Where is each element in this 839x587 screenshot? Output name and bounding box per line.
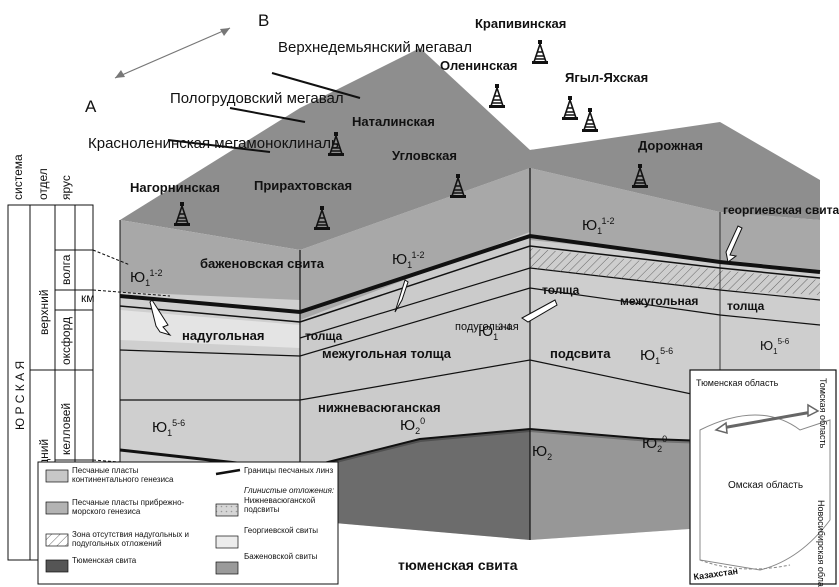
legend-item9: Баженовской свиты	[244, 552, 336, 561]
tolshcha1-label: толща	[305, 329, 343, 343]
label-a: А	[85, 97, 97, 116]
field-yagyl: Ягыл-Яхская	[565, 70, 648, 85]
legend-item4: Тюменская свита	[72, 556, 207, 565]
inset-tyumen: Тюменская область	[696, 378, 779, 388]
legend-item7: Нижневасюганской подсвиты	[244, 496, 336, 526]
inset-novosib: Новосибирская область	[816, 500, 826, 587]
nadugol-label: надугольная	[182, 328, 265, 343]
mezhugol-label: межугольная	[620, 294, 698, 308]
legend-text-left: Песчаные пласты континентального генезис…	[72, 466, 207, 582]
inset-omsk: Омская область	[728, 479, 803, 491]
oil-rig-icon	[489, 84, 505, 108]
stage-km: км	[81, 291, 95, 305]
legend-item3: Зона отсутствия надугольных и подугольны…	[72, 530, 207, 556]
system-header: система	[11, 154, 25, 200]
mezhugol-tolshcha-label: межугольная толща	[322, 346, 452, 361]
polo-label: Пологрудовский мегавал	[170, 90, 344, 107]
stage-header: ярус	[59, 175, 73, 200]
inset-tomsk: Томская область	[818, 378, 828, 449]
stage-callovian: келловей	[59, 403, 73, 455]
tolshcha2-label: толща	[542, 283, 580, 297]
field-uglov: Угловская	[392, 148, 457, 163]
stage-oxford: оксфорд	[59, 317, 73, 365]
department-header: отдел	[36, 168, 50, 200]
tolshcha3-label: толща	[727, 299, 765, 313]
inset-map	[690, 370, 836, 584]
field-nagorn: Нагорнинская	[130, 180, 220, 195]
oil-rig-icon	[562, 96, 578, 120]
legend-item6: Глинистые отложения:	[244, 486, 336, 496]
field-olenin: Оленинская	[440, 58, 518, 73]
oil-rig-icon	[532, 40, 548, 64]
legend-item2: Песчаные пласты прибрежно-морского генез…	[72, 498, 207, 530]
oil-rig-icon	[582, 108, 598, 132]
nizhneva-label: нижневасюганская	[318, 400, 441, 415]
georg-label: георгиевская свита	[723, 203, 839, 217]
upper-demyan-label: Верхнедемьянский мегавал	[278, 39, 472, 56]
field-natalin: Наталинская	[352, 114, 435, 129]
label-b: В	[258, 11, 269, 30]
tyumen-label: тюменская свита	[398, 557, 518, 573]
legend-item8: Георгиевской свиты	[244, 526, 336, 552]
system-value: Ю Р С К А Я	[13, 361, 27, 430]
krasno-label: Красноленинская мегамоноклиналь	[88, 135, 339, 152]
field-dorozh: Дорожная	[638, 138, 703, 153]
section-direction-arrow	[115, 28, 230, 78]
legend-item5: Границы песчаных линз	[244, 466, 336, 486]
field-priraht: Прирахтовская	[254, 178, 352, 193]
podsvita-label: подсвита	[550, 346, 611, 361]
legend-text-right: Границы песчаных линз Глинистые отложени…	[244, 466, 336, 582]
stage-volga: волга	[59, 254, 73, 285]
legend-item1: Песчаные пласты континентального генезис…	[72, 466, 207, 498]
field-krapivin: Крапивинская	[475, 16, 566, 31]
bazhen-label: баженовская свита	[200, 256, 325, 271]
dept-upper: верхний	[37, 290, 51, 336]
